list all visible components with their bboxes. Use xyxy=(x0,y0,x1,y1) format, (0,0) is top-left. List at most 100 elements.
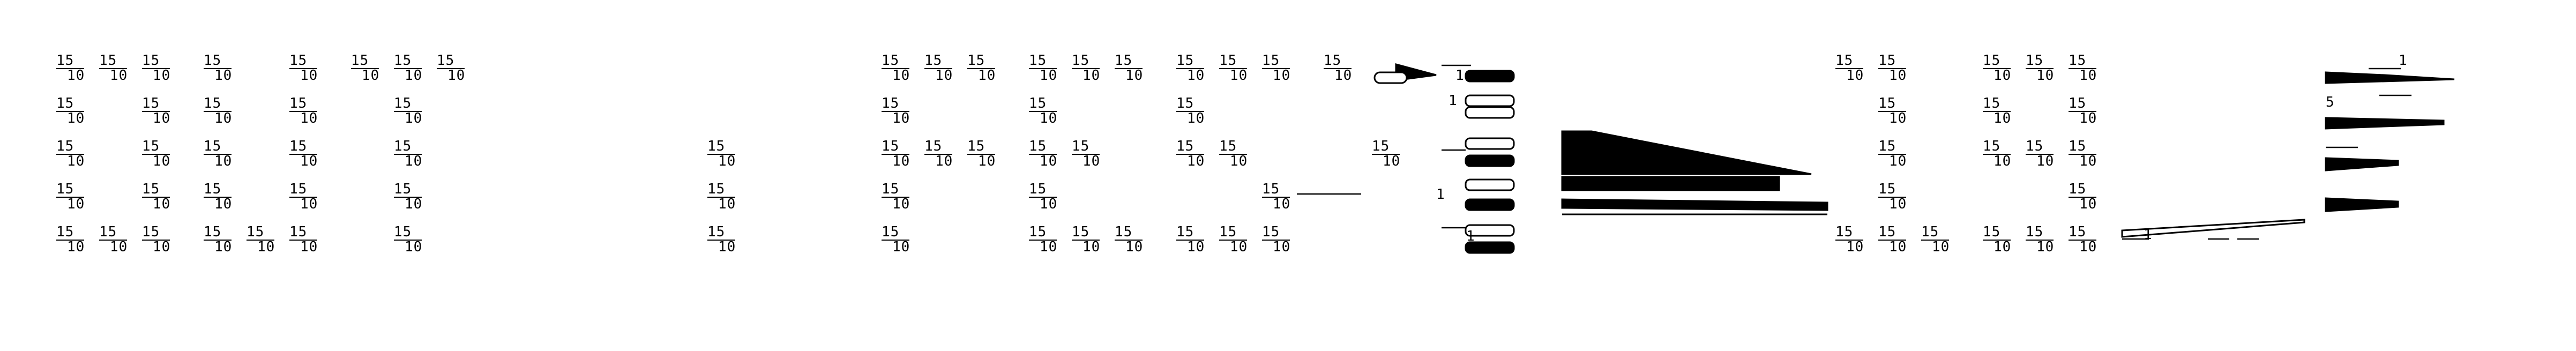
fraction-numerator: 15 xyxy=(2069,181,2087,197)
fraction-bar xyxy=(56,240,84,241)
fraction-numerator: 15 xyxy=(437,53,455,69)
fraction-numerator: 15 xyxy=(1878,224,1896,240)
wedge-shape xyxy=(2325,71,2455,84)
fraction-numerator: 15 xyxy=(247,224,265,240)
fraction-denominator: 10 xyxy=(1040,110,1058,126)
fraction-bar xyxy=(1029,154,1057,155)
fraction-numerator: 15 xyxy=(204,138,222,154)
fraction-numerator: 15 xyxy=(967,53,985,69)
fraction-bar xyxy=(142,154,170,155)
fraction-denominator: 10 xyxy=(405,239,423,255)
fraction-bar xyxy=(394,154,422,155)
fraction-numerator: 15 xyxy=(394,53,412,69)
fraction-denominator: 10 xyxy=(1889,68,1907,84)
fraction-bar xyxy=(99,240,127,241)
fraction-numerator: 15 xyxy=(1878,181,1896,197)
bar-shape xyxy=(1465,178,1515,191)
fraction-numerator: 15 xyxy=(204,95,222,111)
fraction-bar xyxy=(1878,197,1906,198)
fraction-denominator: 10 xyxy=(110,239,128,255)
fraction-numerator: 15 xyxy=(1262,53,1280,69)
fraction-bar xyxy=(1219,68,1247,69)
fraction-denominator: 10 xyxy=(67,110,85,126)
fraction-denominator: 10 xyxy=(1040,153,1058,169)
fraction-numerator: 15 xyxy=(2069,138,2087,154)
fraction-bar xyxy=(1835,240,1863,241)
fraction-denominator: 10 xyxy=(1993,68,2012,84)
fraction-bar xyxy=(204,111,232,112)
fraction-bar xyxy=(967,68,995,69)
fraction-bar xyxy=(142,240,170,241)
fraction-numerator: 15 xyxy=(1176,224,1194,240)
fraction-numerator: 15 xyxy=(142,53,160,69)
large-wedge-shape xyxy=(1561,130,1812,175)
fraction-numerator: 15 xyxy=(142,181,160,197)
fraction-numerator: 15 xyxy=(2026,224,2044,240)
fraction-denominator: 10 xyxy=(2079,239,2097,255)
fraction-numerator: 15 xyxy=(2069,95,2087,111)
fraction-bar xyxy=(1219,154,1247,155)
fraction-bar xyxy=(1921,240,1949,241)
fraction-denominator: 10 xyxy=(1082,239,1101,255)
fraction-denominator: 10 xyxy=(935,68,953,84)
fraction-bar xyxy=(1219,240,1247,241)
fraction-numerator: 15 xyxy=(394,138,412,154)
fraction-bar xyxy=(1262,240,1290,241)
fraction-bar xyxy=(1983,68,2011,69)
fraction-numerator: 15 xyxy=(1176,138,1194,154)
fraction-denominator: 10 xyxy=(300,68,318,84)
fraction-bar xyxy=(289,197,317,198)
glyph-label: 1 xyxy=(2399,53,2407,69)
fraction-bar xyxy=(142,68,170,69)
fraction-numerator: 15 xyxy=(1115,53,1133,69)
fraction-bar xyxy=(2069,197,2096,198)
pill-shape xyxy=(1373,71,1408,84)
fraction-bar xyxy=(1072,154,1100,155)
fraction-denominator: 10 xyxy=(1889,196,1907,212)
fraction-denominator: 10 xyxy=(1993,110,2012,126)
fraction-numerator: 15 xyxy=(882,181,900,197)
bar-shape xyxy=(1465,137,1515,150)
fraction-numerator: 15 xyxy=(924,53,943,69)
fraction-bar xyxy=(1072,240,1100,241)
fraction-numerator: 15 xyxy=(707,224,726,240)
fraction-bar xyxy=(247,240,274,241)
fraction-numerator: 15 xyxy=(1983,95,2001,111)
fraction-denominator: 10 xyxy=(1125,239,1144,255)
fraction-bar xyxy=(56,197,84,198)
fraction-bar xyxy=(289,240,317,241)
fraction-denominator: 10 xyxy=(892,153,910,169)
fraction-numerator: 15 xyxy=(1029,53,1047,69)
fraction-numerator: 15 xyxy=(1835,53,1854,69)
fraction-denominator: 10 xyxy=(978,153,996,169)
fraction-numerator: 15 xyxy=(394,95,412,111)
fraction-numerator: 15 xyxy=(351,53,369,69)
